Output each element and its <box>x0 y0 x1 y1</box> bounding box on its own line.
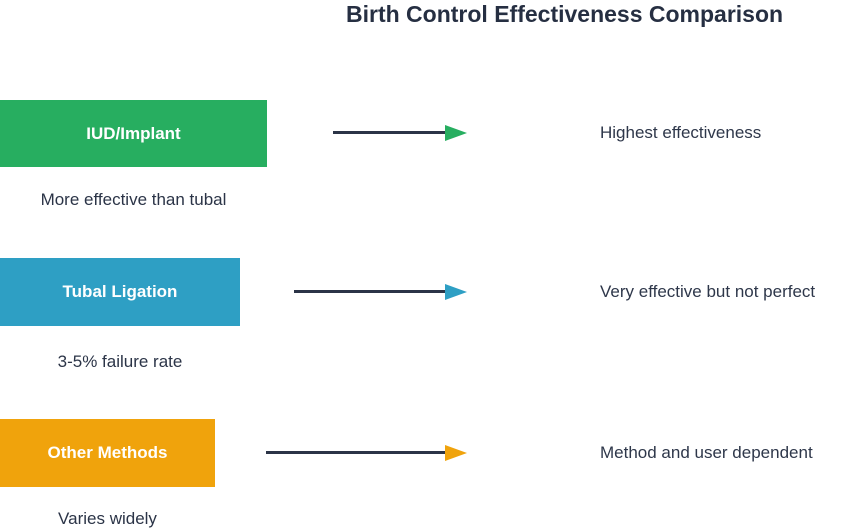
method-description: Very effective but not perfect <box>600 282 816 301</box>
method-node-tubal-ligation: Tubal Ligation <box>0 258 240 326</box>
method-node-label: Other Methods <box>47 443 168 462</box>
arrowhead-icon <box>445 284 467 300</box>
method-node-label: IUD/Implant <box>86 123 181 143</box>
arrow-line <box>294 290 445 293</box>
arrow-line <box>266 451 445 454</box>
arrow-line <box>333 131 445 134</box>
method-node-label: Tubal Ligation <box>62 282 178 301</box>
method-node-iud-implant: IUD/Implant <box>0 100 267 167</box>
method-description: Method and user dependent <box>600 443 813 462</box>
arrowhead-icon <box>445 445 467 461</box>
diagram-title: Birth Control Effectiveness Comparison <box>346 1 784 27</box>
method-subtitle: More effective than tubal <box>40 190 227 209</box>
method-subtitle: Varies widely <box>58 509 157 528</box>
method-description: Highest effectiveness <box>600 123 762 142</box>
arrowhead-icon <box>445 125 467 141</box>
method-node-other-methods: Other Methods <box>0 419 215 487</box>
method-subtitle: 3-5% failure rate <box>57 352 183 371</box>
